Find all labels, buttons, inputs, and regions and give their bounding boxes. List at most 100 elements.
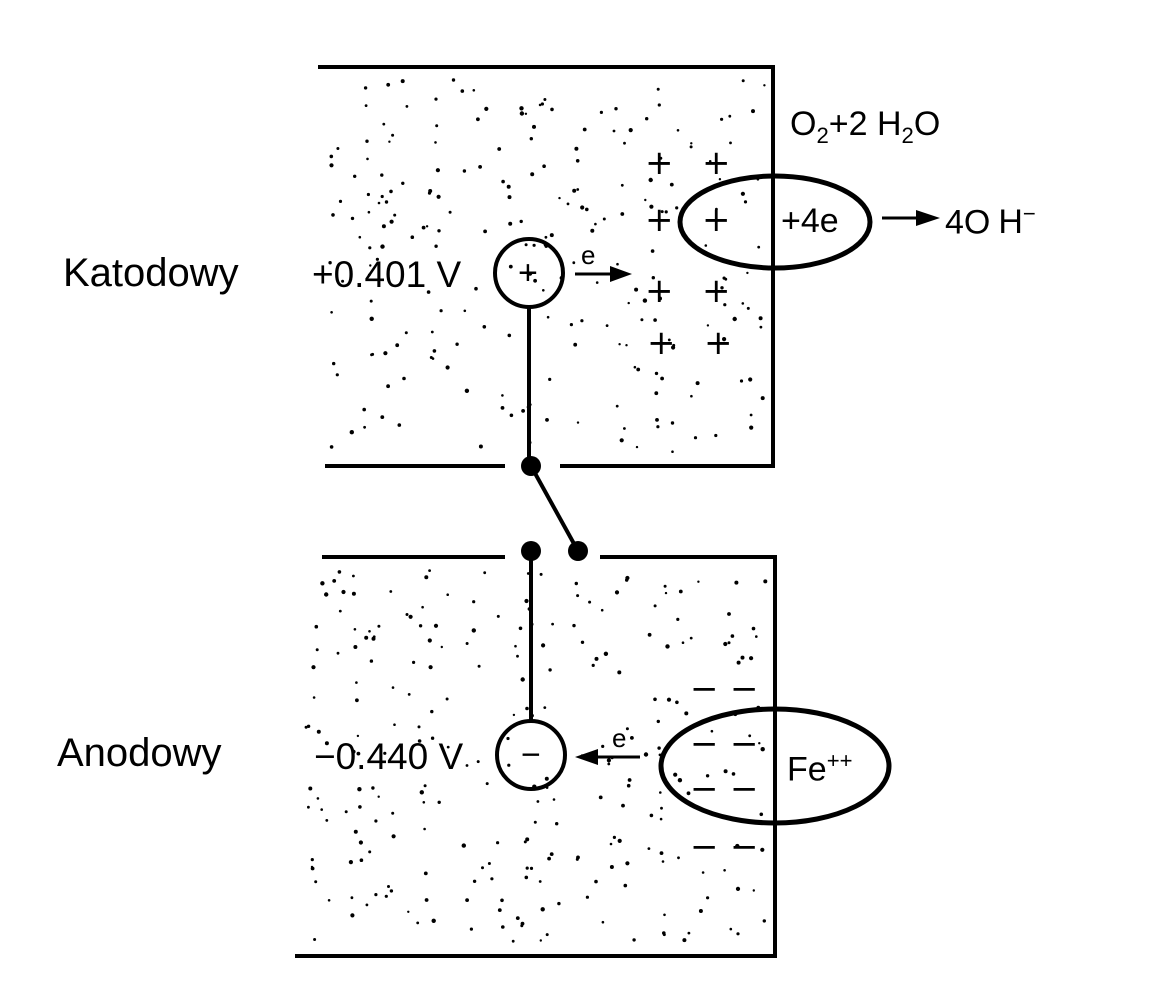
stipple-dot [656,425,660,429]
stipple-dot [380,194,384,199]
stipple-dot [320,808,324,811]
stipple-dot [689,145,693,149]
stipple-dot [356,734,360,738]
stipple-dot [627,301,630,305]
stipple-dot [519,111,525,116]
stipple-dot [640,318,644,322]
stipple-dot [511,939,515,943]
stipple-dot [344,810,348,814]
stipple-dot [698,909,703,913]
stipple-dot [512,713,516,717]
stipple-dot [355,681,358,684]
stipple-dot [598,795,603,800]
stipple-dot [501,394,504,397]
stipple-dot [465,642,469,645]
stipple-dot [408,614,413,619]
stipple-dot [507,763,511,767]
stipple-dot [645,117,649,121]
stipple-dot [760,847,765,852]
stipple-dot [338,609,342,613]
stipple-dot [367,273,371,277]
stipple-dot [660,806,663,810]
stipple-dot [630,736,634,740]
stipple-dot [338,199,343,203]
stipple-dot [572,188,577,193]
stipple-dot [758,742,761,745]
stipple-dot [659,156,663,160]
stipple-dot [612,129,616,133]
stipple-dot [525,706,529,711]
stipple-dot [690,394,693,398]
stipple-dot [514,644,517,648]
stipple-dot [506,184,511,189]
stipple-dot [391,133,395,137]
stipple-dot [472,879,477,883]
stipple-dot [664,591,668,595]
stipple-dot [723,303,727,307]
stipple-dot [455,342,459,346]
stipple-dot [485,782,489,786]
stipple-dot [397,423,402,427]
stipple-dot [355,698,359,703]
stipple-dot [496,614,500,618]
stipple-dot [649,813,654,818]
stipple-dot [431,918,436,923]
stipple-dot [545,418,549,422]
stipple-dot [423,871,428,876]
stipple-dot [507,195,512,200]
stipple-dot [369,659,374,663]
stipple-dot [497,908,502,912]
stipple-dot [515,916,520,920]
stipple-dot [632,938,636,942]
stipple-dot [609,842,613,846]
stipple-dot [580,640,585,644]
stipple-dot [620,212,625,216]
stipple-dot [762,919,766,923]
stipple-dot [330,311,333,314]
stipple-dot [419,790,424,795]
stipple-dot [519,219,523,224]
stipple-dot [304,725,308,729]
stipple-dot [314,624,319,629]
stipple-dot [588,600,592,604]
stipple-dot [382,122,386,126]
stipple-dot [516,654,519,658]
negative-charge-mark: − [730,724,759,764]
stipple-dot [388,140,391,143]
stipple-dot [308,786,313,791]
stipple-dot [425,225,429,228]
stipple-dot [524,243,528,247]
cathode-potential: +0.401 V [312,254,462,295]
stipple-dot [656,719,660,724]
stipple-dot [380,244,385,249]
stipple-dot [615,404,619,408]
stipple-dot [727,612,731,616]
stipple-dot [723,869,726,872]
stipple-dot [752,889,755,892]
stipple-dot [448,210,452,214]
stipple-dot [549,852,554,856]
stipple-dot [417,739,422,743]
stipple-dot [552,798,556,801]
stipple-dot [377,624,381,628]
stipple-dot [648,177,653,183]
stipple-dot [313,938,317,941]
stipple-dot [677,856,680,860]
stipple-dot [736,932,740,936]
stipple-dot [349,430,354,435]
stipple-dot [320,581,325,586]
stipple-dot [421,225,426,230]
stipple-dot [429,356,433,359]
stipple-dot [654,371,659,376]
stipple-dot [508,264,513,269]
stipple-dot [402,376,406,381]
stipple-dot [677,778,683,783]
stipple-dot [594,879,598,884]
stipple-dot [633,365,637,369]
stipple-dot [353,645,358,649]
stipple-dot [599,110,604,114]
stipple-dot [371,786,375,790]
stipple-dot [681,641,685,644]
stipple-dot [430,736,435,740]
stipple-dot [327,899,331,902]
